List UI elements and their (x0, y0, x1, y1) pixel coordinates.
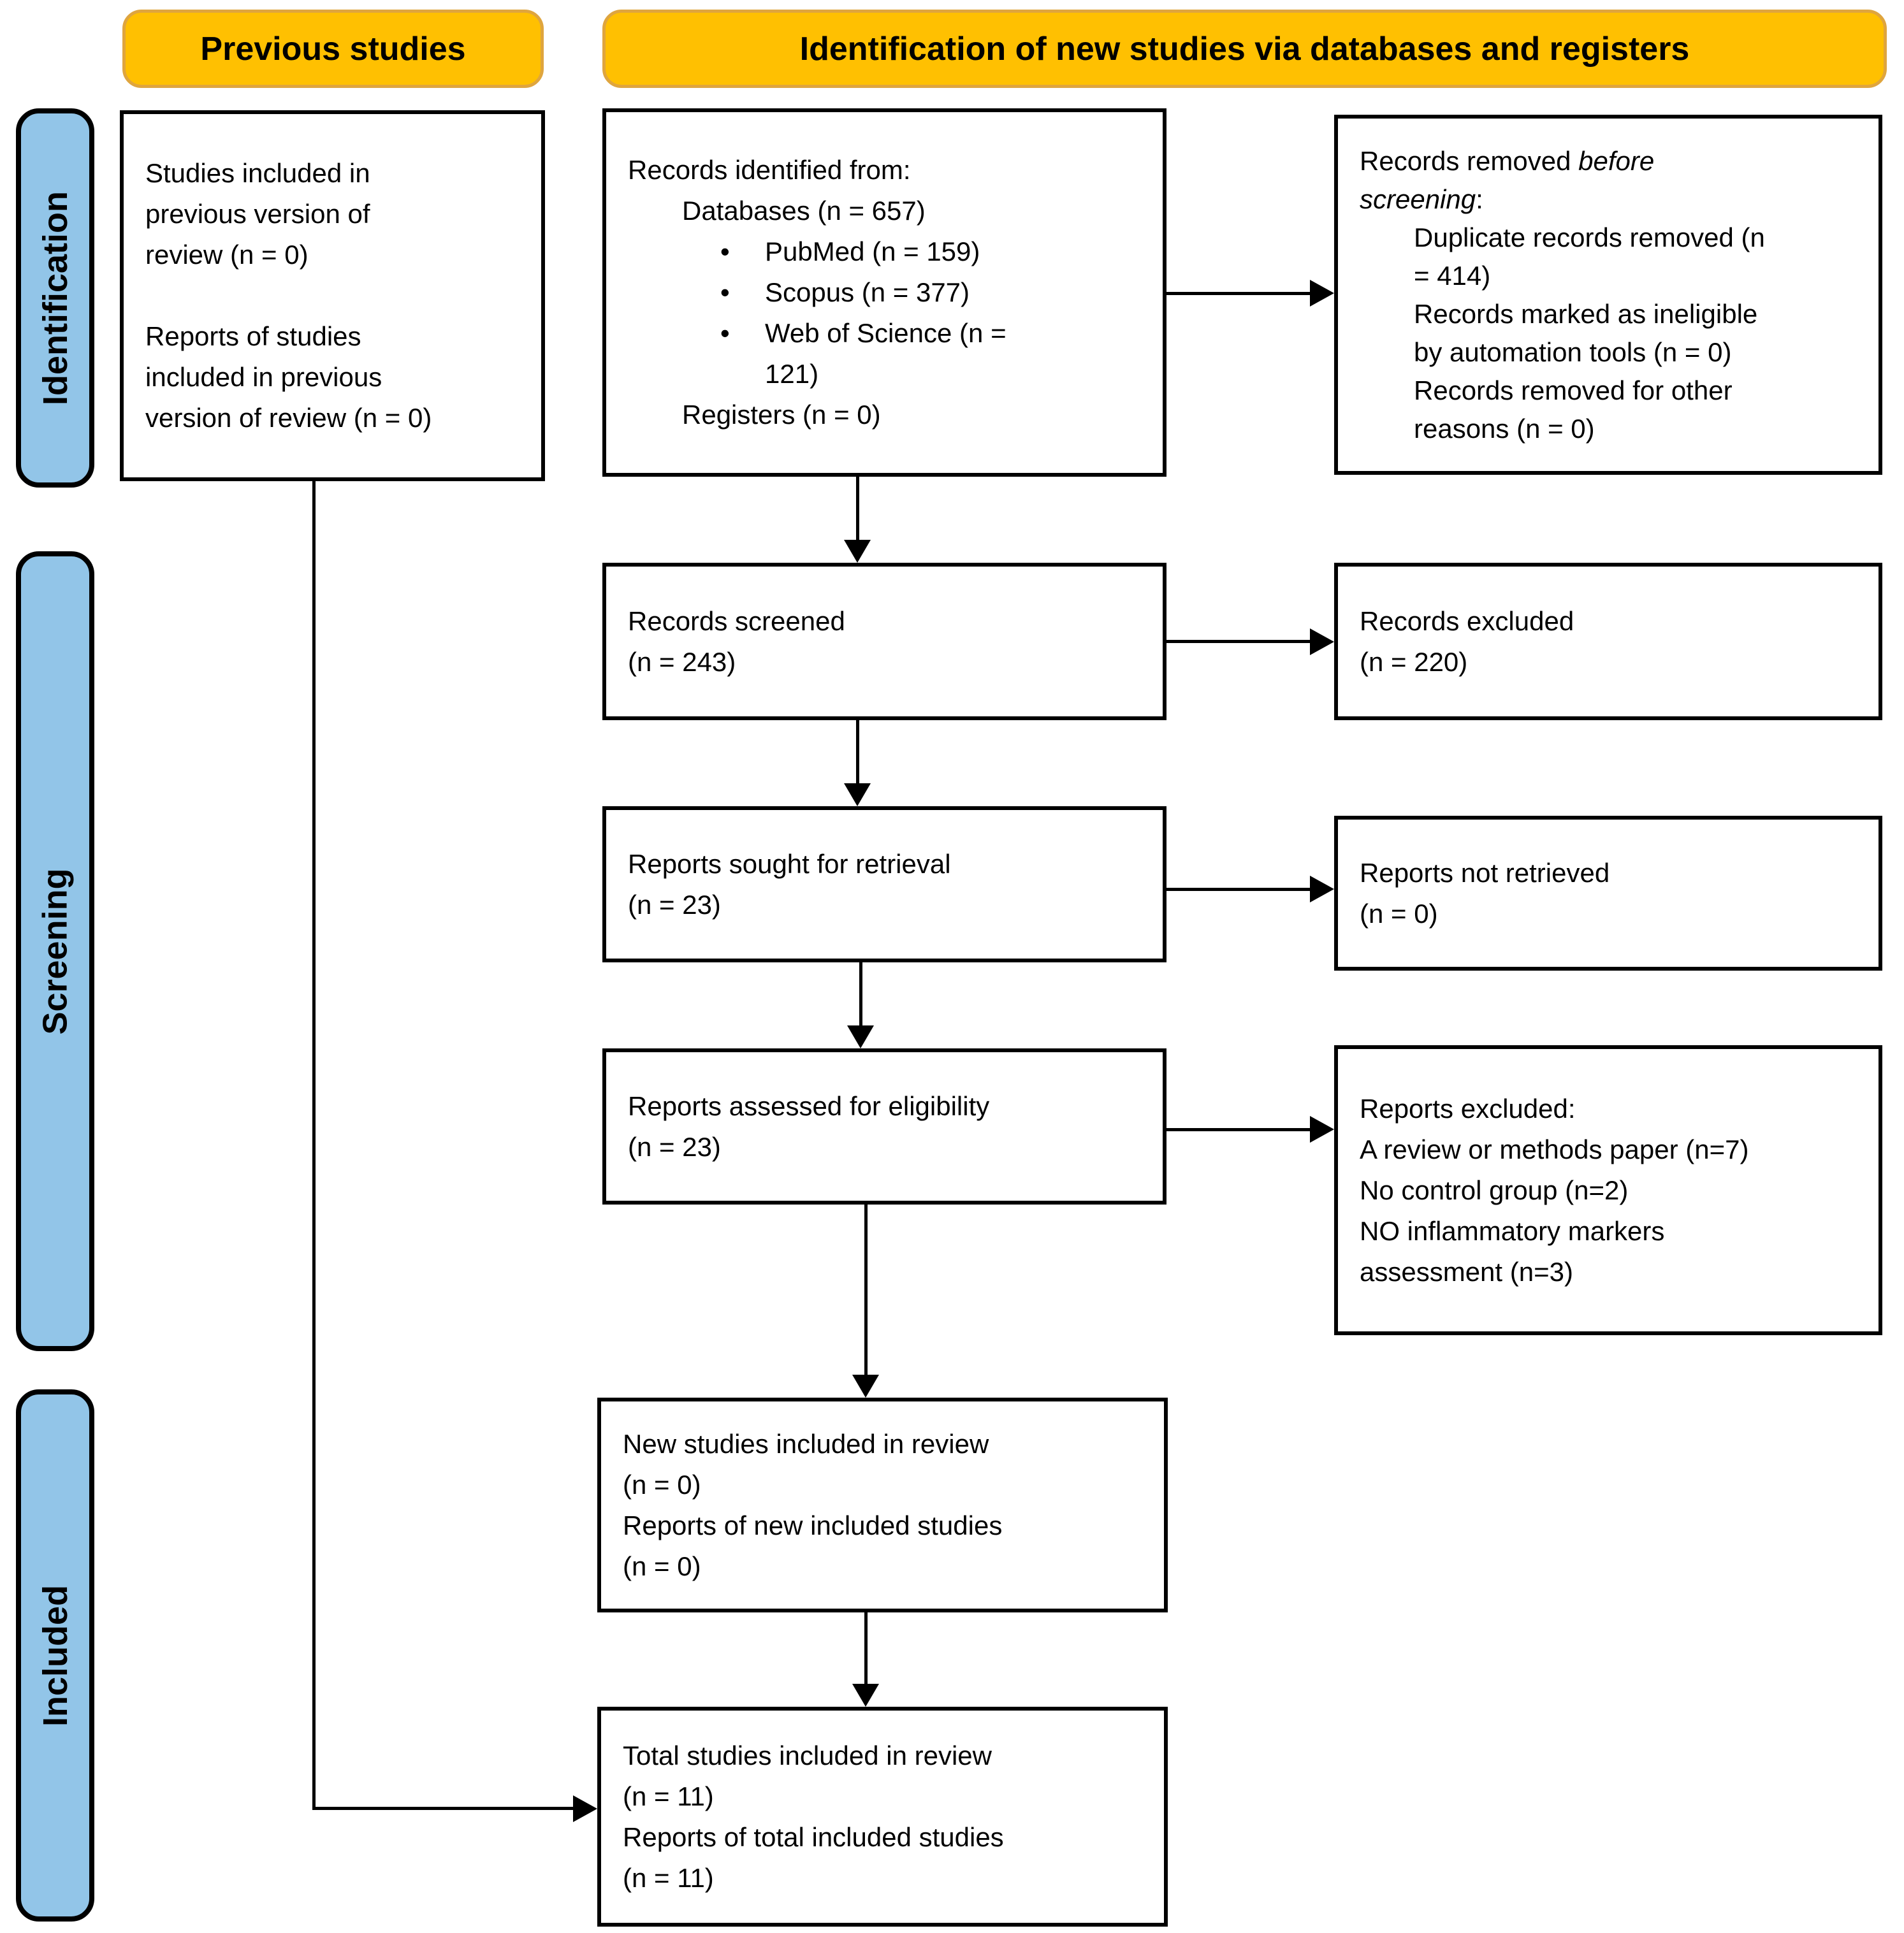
box-line: Records screened (628, 605, 845, 636)
box-line: (n = 220) (1360, 646, 1468, 677)
bullet-icon: • (720, 277, 730, 307)
box-line: review (n = 0) (145, 240, 309, 270)
box-line: Reports assessed for eligibility (628, 1090, 990, 1121)
box-line: (n = 11) (623, 1781, 714, 1811)
box-line: Records removed before (1360, 145, 1655, 176)
box-new-studies-included: New studies included in review (n = 0) R… (597, 1398, 1168, 1612)
box-records-screened: Records screened (n = 243) (602, 563, 1166, 720)
box-line: included in previous (145, 362, 382, 392)
box-total-studies-included: Total studies included in review (n = 11… (597, 1707, 1168, 1927)
box-line: Registers (n = 0) (682, 400, 881, 430)
box-line: previous version of (145, 199, 370, 229)
box-line: Scopus (n = 377) (765, 277, 970, 307)
box-line: Records marked as ineligible (1414, 298, 1758, 329)
blank-line (145, 275, 520, 316)
stage-screening: Screening (16, 551, 94, 1351)
box-line: screening: (1360, 184, 1483, 214)
box-line: Duplicate records removed (n (1414, 222, 1765, 252)
box-reports-excluded: Reports excluded: A review or methods pa… (1334, 1045, 1882, 1335)
box-records-excluded: Records excluded (n = 220) (1334, 563, 1882, 720)
box-line: (n = 23) (628, 889, 721, 920)
box-line: 121) (765, 359, 819, 389)
box-line: Reports not retrieved (1360, 857, 1610, 888)
box-line: NO inflammatory markers (1360, 1215, 1665, 1246)
box-line: PubMed (n = 159) (765, 236, 980, 266)
box-line: Records excluded (1360, 605, 1574, 636)
box-line: reasons (n = 0) (1414, 413, 1595, 444)
bullet-icon: • (720, 318, 730, 348)
box-line: New studies included in review (623, 1428, 989, 1459)
box-line: (n = 0) (1360, 898, 1438, 929)
stage-identification: Identification (16, 108, 94, 488)
box-line: A review or methods paper (n=7) (1360, 1134, 1749, 1164)
box-line: Records identified from: (628, 155, 911, 185)
stage-included-label: Included (36, 1584, 75, 1727)
bullet-icon: • (720, 236, 730, 266)
bullet-line: • PubMed (n = 159) (628, 231, 1141, 272)
box-records-removed: Records removed before screening: Duplic… (1334, 115, 1882, 475)
stage-screening-label: Screening (36, 867, 75, 1035)
box-line: (n = 11) (623, 1862, 714, 1893)
header-identification-new-studies: Identification of new studies via databa… (602, 10, 1887, 88)
stage-identification-label: Identification (36, 191, 75, 405)
header-identification-label: Identification of new studies via databa… (799, 30, 1690, 68)
box-line: (n = 243) (628, 646, 736, 677)
box-line: No control group (n=2) (1360, 1175, 1629, 1205)
box-line: Reports of new included studies (623, 1510, 1003, 1540)
box-line: Reports excluded: (1360, 1093, 1576, 1124)
box-line: Records removed for other (1414, 375, 1733, 405)
box-line: (n = 23) (628, 1131, 721, 1162)
box-line: Reports of studies (145, 321, 361, 351)
stage-included: Included (16, 1389, 94, 1922)
box-reports-assessed: Reports assessed for eligibility (n = 23… (602, 1048, 1166, 1205)
header-previous-studies-label: Previous studies (200, 30, 466, 68)
box-line: Studies included in (145, 158, 370, 188)
box-line: Web of Science (n = (765, 318, 1007, 348)
box-line: assessment (n=3) (1360, 1256, 1573, 1287)
box-line: Databases (n = 657) (682, 196, 926, 226)
box-line: (n = 0) (623, 1551, 701, 1581)
bullet-line: • Scopus (n = 377) (628, 272, 1141, 313)
header-previous-studies: Previous studies (122, 10, 544, 88)
box-line: by automation tools (n = 0) (1414, 337, 1732, 367)
box-line: Reports of total included studies (623, 1821, 1004, 1852)
bullet-line: • Web of Science (n = (628, 313, 1141, 354)
box-reports-sought: Reports sought for retrieval (n = 23) (602, 806, 1166, 962)
box-line: Total studies included in review (623, 1740, 992, 1770)
box-previous-studies: Studies included in previous version of … (120, 110, 545, 481)
box-line: Reports sought for retrieval (628, 848, 951, 879)
box-reports-not-retrieved: Reports not retrieved (n = 0) (1334, 816, 1882, 971)
box-records-identified: Records identified from: Databases (n = … (602, 108, 1166, 477)
box-line: = 414) (1414, 260, 1491, 291)
box-line: version of review (n = 0) (145, 403, 432, 433)
box-line: (n = 0) (623, 1469, 701, 1500)
